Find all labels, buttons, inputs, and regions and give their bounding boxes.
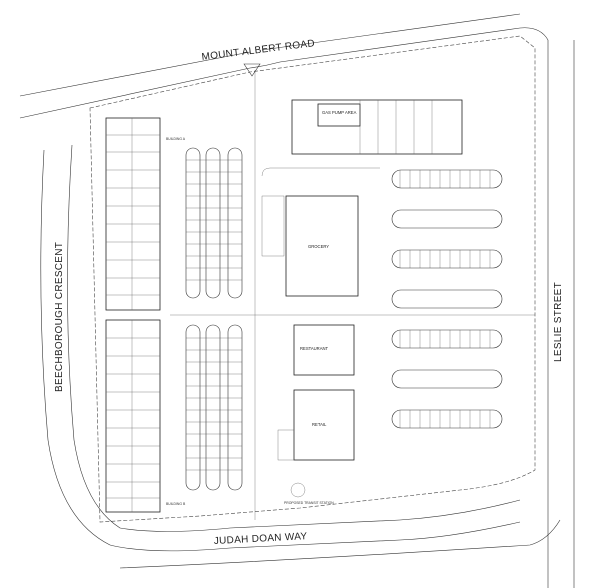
property-line (89, 35, 536, 523)
transit-label: PROPOSED TRANSIT STATION (284, 501, 334, 505)
restaurant-label: RESTAURANT (300, 346, 329, 351)
beechborough-crescent-label: BEECHBOROUGH CRESCENT (54, 242, 65, 392)
grocery-building (261, 195, 359, 297)
judah-doan-way-label: JUDAH DOAN WAY (214, 531, 308, 547)
road-edges (19, 13, 575, 588)
drive-aisles (170, 70, 535, 520)
east-parking (391, 169, 503, 429)
building-a (105, 117, 161, 311)
building-b-label: BUILDING B (166, 502, 186, 506)
building-b (105, 319, 161, 513)
leslie-street-label: LESLIE STREET (553, 282, 564, 362)
grocery-label: GROCERY (308, 244, 329, 249)
restaurant-retail (277, 324, 355, 461)
entrance-arrow-icon (243, 63, 261, 77)
gas-bar-label: GAS PUMP AREA (322, 110, 357, 115)
west-parking (185, 147, 243, 491)
retail-label: RETAIL (312, 422, 327, 427)
gas-bar-strip (291, 99, 463, 155)
building-a-units (106, 134, 160, 296)
building-a-label: BUILDING A (166, 137, 186, 141)
